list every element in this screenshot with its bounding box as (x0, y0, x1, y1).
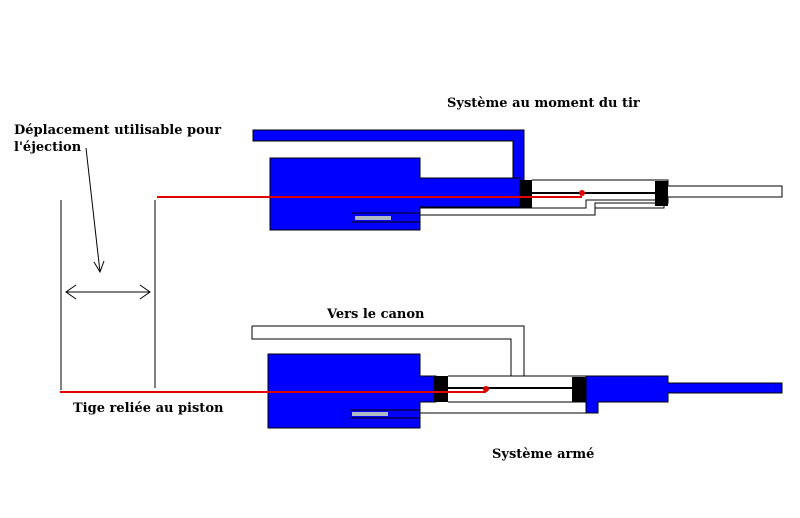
top-piston-right (655, 181, 668, 206)
bottom-piston-head-left (434, 376, 448, 402)
top-cylinder-body (269, 157, 521, 231)
displacement-arrow-left-head (65, 284, 77, 300)
label-pointer-head (93, 260, 105, 274)
bottom-end-cylinder (585, 375, 783, 414)
bottom-red-rod-end (483, 386, 489, 392)
bottom-cylinder-outline (448, 375, 586, 403)
bottom-inner-rod (352, 412, 388, 416)
label-top-system: Système au moment du tir (447, 96, 640, 111)
label-pointer-line (85, 147, 101, 273)
label-to-barrel: Vers le canon (326, 307, 425, 322)
top-red-rod-end (579, 190, 585, 196)
top-inner-rod (355, 216, 391, 220)
top-piston-head-left (519, 180, 532, 208)
label-displacement-2: l'éjection (14, 140, 82, 155)
top-system (157, 129, 783, 231)
bottom-barrel-tube (251, 325, 525, 376)
bottom-system (60, 325, 783, 429)
displacement-arrow-right-head (139, 284, 151, 300)
bottom-piston-right (572, 377, 586, 402)
displacement-markers (60, 147, 156, 390)
label-armed-system: Système armé (492, 447, 594, 462)
label-rod: Tige reliée au piston (73, 401, 224, 416)
label-displacement-1: Déplacement utilisable pour (14, 123, 221, 138)
